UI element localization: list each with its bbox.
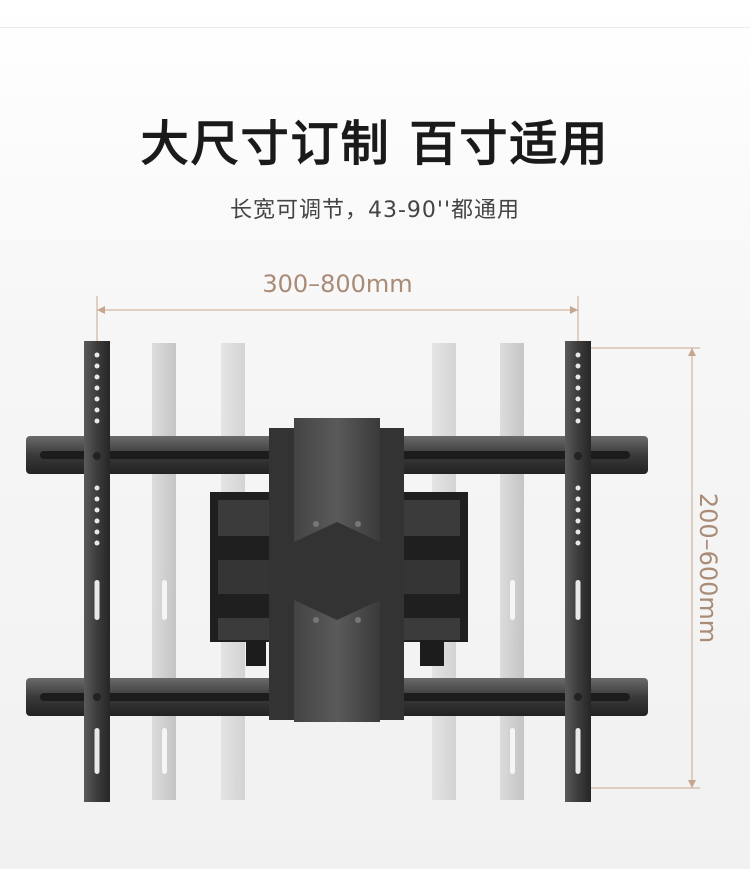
ghost-rail-right-2 [500, 343, 524, 800]
width-dimension-label: 300–800mm [262, 270, 413, 298]
ghost-rail-left-1 [152, 343, 176, 800]
ghost-rail-holes [162, 580, 515, 774]
arm-right [400, 492, 468, 666]
page-subtitle: 长宽可调节，43-90''都通用 [229, 198, 521, 223]
vertical-rail-left [84, 341, 110, 802]
center-wall-plate [269, 418, 404, 722]
vertical-rail-right [565, 341, 591, 802]
top-divider [0, 27, 750, 28]
page-title: 大尺寸订制 百寸适用 [140, 116, 610, 172]
height-dimension-line [578, 347, 700, 789]
arm-left [210, 492, 272, 666]
width-dimension-line [96, 296, 579, 342]
